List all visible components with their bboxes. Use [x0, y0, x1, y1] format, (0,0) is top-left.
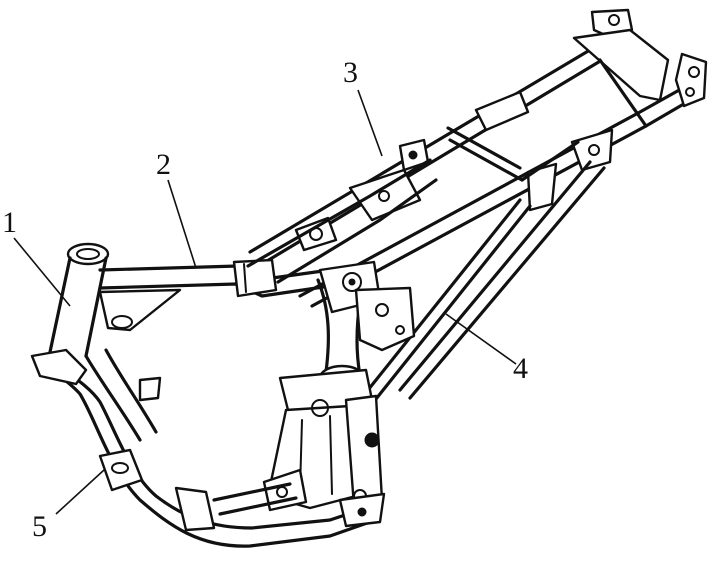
callout-label-5: 5 — [32, 510, 47, 543]
callout-label-4: 4 — [513, 352, 528, 385]
rear-struts — [358, 160, 606, 406]
leader-line-5 — [55, 469, 105, 515]
down-tubes — [30, 348, 386, 548]
top-tube-and-head — [48, 242, 332, 358]
callout-label-1: 1 — [2, 206, 17, 239]
rear-subframe — [248, 8, 708, 308]
leader-line-2 — [167, 179, 197, 269]
callout-label-2: 2 — [156, 148, 171, 181]
leader-lines — [13, 89, 517, 515]
callout-label-3: 3 — [343, 56, 358, 89]
leader-line-3 — [357, 89, 383, 157]
engine-cradle — [262, 368, 384, 512]
